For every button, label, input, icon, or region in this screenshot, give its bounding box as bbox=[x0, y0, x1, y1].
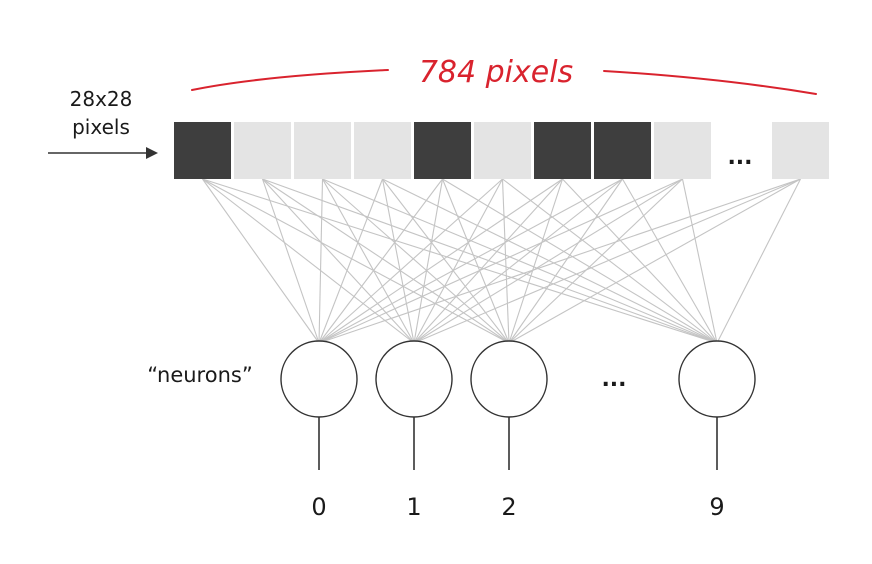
neuron-circle bbox=[375, 340, 453, 418]
connection-line bbox=[318, 178, 801, 344]
pixel-count-label: 784 pixels bbox=[419, 55, 573, 90]
output-label: 9 bbox=[709, 493, 724, 521]
connection-line bbox=[381, 178, 415, 344]
connections bbox=[202, 178, 801, 344]
connection-line bbox=[622, 178, 718, 344]
connection-line bbox=[413, 178, 623, 344]
input-arrow-head bbox=[146, 147, 158, 159]
connection-line bbox=[681, 178, 718, 344]
connection-line bbox=[413, 178, 563, 344]
connection-line bbox=[318, 178, 683, 344]
connection-line bbox=[318, 178, 384, 344]
connection-line bbox=[413, 178, 801, 344]
pixel-ellipsis: ... bbox=[727, 145, 752, 170]
connection-line bbox=[318, 178, 623, 344]
neuron-layer: 0 1 2 9 bbox=[280, 340, 756, 521]
neuron-circle bbox=[470, 340, 548, 418]
connection-line bbox=[508, 178, 623, 344]
pixel-cell-dark bbox=[414, 122, 471, 179]
pixel-cell-light bbox=[234, 122, 291, 179]
output-label: 0 bbox=[311, 493, 326, 521]
connection-line bbox=[262, 178, 510, 344]
connection-line bbox=[508, 178, 801, 344]
connection-line bbox=[261, 178, 320, 344]
pixel-cell-light bbox=[354, 122, 411, 179]
connection-line bbox=[716, 178, 801, 344]
pixel-cell-dark bbox=[174, 122, 231, 179]
connection-line bbox=[318, 178, 563, 344]
connection-line bbox=[501, 178, 510, 344]
pixel-cell-light bbox=[654, 122, 711, 179]
annotation-brace-right bbox=[603, 70, 817, 95]
connection-line bbox=[413, 178, 444, 344]
connection-line bbox=[508, 178, 683, 344]
input-size-label: 28x28 bbox=[70, 87, 133, 111]
connection-line bbox=[441, 178, 510, 344]
pixel-cell-light bbox=[294, 122, 351, 179]
neuron-ellipsis: ... bbox=[601, 367, 626, 392]
connection-line bbox=[322, 178, 415, 344]
pixel-cell-dark bbox=[534, 122, 591, 179]
input-unit-label: pixels bbox=[72, 115, 130, 139]
connection-line bbox=[262, 178, 415, 344]
pixel-cell-light bbox=[474, 122, 531, 179]
connection-line bbox=[508, 178, 564, 344]
neurons-label: “neurons” bbox=[147, 363, 252, 387]
connection-line bbox=[413, 178, 683, 344]
annotation-brace-left bbox=[191, 69, 389, 91]
pixel-cell-light bbox=[772, 122, 829, 179]
pixel-row bbox=[174, 122, 829, 179]
neuron-circle bbox=[280, 340, 358, 418]
connection-line bbox=[413, 178, 503, 344]
connection-line bbox=[318, 178, 324, 344]
connection-line bbox=[382, 178, 510, 344]
connection-line bbox=[202, 178, 320, 344]
pixel-cell-dark bbox=[594, 122, 651, 179]
neuron-circle bbox=[678, 340, 756, 418]
connection-line bbox=[318, 178, 443, 344]
connection-line bbox=[382, 178, 718, 344]
output-label: 1 bbox=[406, 493, 421, 521]
output-label: 2 bbox=[501, 493, 516, 521]
connection-line bbox=[442, 178, 718, 344]
connection-line bbox=[318, 178, 503, 344]
